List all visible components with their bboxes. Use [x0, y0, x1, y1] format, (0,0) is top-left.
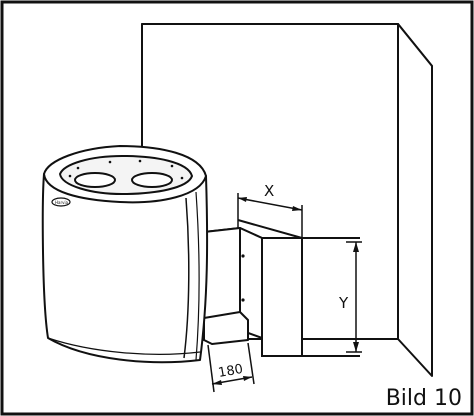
sauna-heater — [41, 145, 209, 364]
wall-opening — [237, 219, 360, 357]
figure-caption: Bild 10 — [385, 386, 462, 411]
x-dimension — [237, 193, 303, 238]
y-dim-arrow-top — [353, 242, 359, 252]
mounting-bracket — [203, 227, 263, 345]
depth-dimension — [207, 342, 255, 393]
opening-top-edge — [237, 219, 303, 239]
logo-text: Harvia — [55, 200, 69, 205]
heater-body — [41, 173, 209, 364]
depth-dim-ext-right — [247, 342, 255, 385]
depth-dim-arrow-left — [212, 380, 222, 385]
heater-stone-opening-right — [131, 172, 173, 188]
y-dim-arrow-bottom — [353, 342, 359, 352]
depth-dimension-label: 180 — [217, 362, 244, 381]
bracket-screw-top — [241, 254, 245, 258]
x-dim-line — [237, 197, 303, 211]
wall-right-face — [397, 23, 433, 377]
heater-side-seam — [183, 197, 190, 359]
bracket-lower-box — [203, 311, 249, 345]
heater-stone-opening-left — [74, 172, 116, 188]
y-dimension — [346, 241, 362, 353]
opening-inner-face — [261, 237, 303, 357]
y-dimension-label: Y — [338, 294, 349, 312]
x-dim-arrow-left — [238, 197, 247, 202]
x-dim-arrow-right — [292, 206, 302, 211]
heater-bottom-edge — [47, 337, 201, 355]
heater-logo: Harvia — [51, 197, 71, 207]
logo-badge — [51, 197, 71, 207]
x-dimension-label: X — [264, 182, 274, 200]
depth-dim-arrow-right — [243, 376, 252, 381]
bracket-screw-bottom — [241, 298, 245, 302]
